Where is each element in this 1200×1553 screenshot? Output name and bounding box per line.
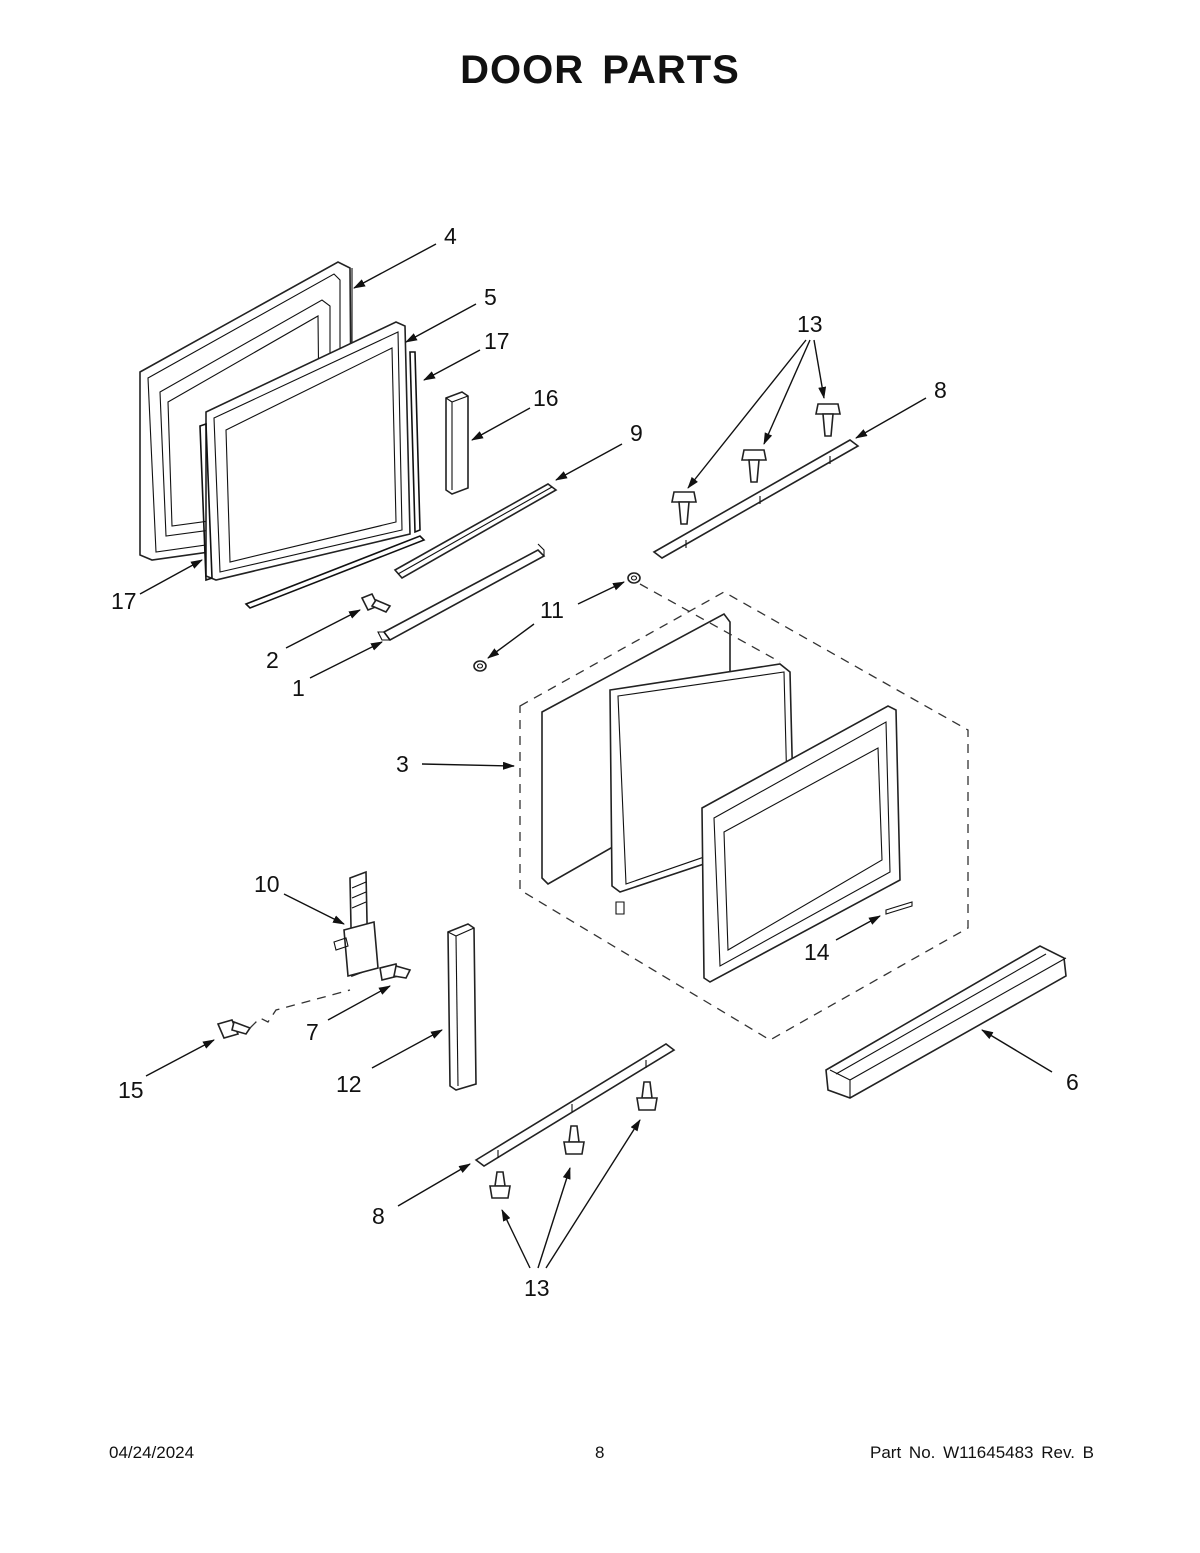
part-15-screw	[216, 989, 351, 1039]
callout-8: 8	[372, 1203, 385, 1229]
leader-lines	[139, 243, 1053, 1269]
callout-10: 10	[254, 871, 280, 897]
part-11-bumper-top	[627, 572, 641, 584]
part-13-screw-top-3	[815, 403, 841, 437]
callout-13: 13	[524, 1275, 550, 1301]
part-5-glass-panel	[205, 321, 411, 581]
part-7-screw	[379, 963, 412, 981]
callout-5: 5	[484, 284, 497, 310]
part-13-screw-bottom-1	[489, 1171, 511, 1199]
callout-9: 9	[630, 420, 643, 446]
part-6-handle	[825, 945, 1067, 1099]
callout-17: 17	[484, 328, 510, 354]
part-2-screw	[360, 592, 392, 613]
part-13-screw-bottom-2	[563, 1125, 585, 1155]
footer-page-number: 8	[595, 1443, 605, 1462]
callout-3: 3	[396, 751, 409, 777]
part-17-gasket-right	[409, 351, 421, 534]
callout-2: 2	[266, 647, 279, 673]
callout-13: 13	[797, 311, 823, 337]
part-13-screw-bottom-3	[636, 1081, 658, 1111]
callout-15: 15	[118, 1077, 144, 1103]
callout-16: 16	[533, 385, 559, 411]
part-12-side-trim	[447, 923, 477, 1091]
callout-4: 4	[444, 223, 457, 249]
callout-7: 7	[306, 1019, 319, 1045]
part-11-bumper-bottom	[473, 660, 487, 672]
part-9-trim	[393, 483, 558, 580]
part-17-gasket-bottom	[244, 535, 426, 609]
part-13-screw-top-2	[741, 449, 767, 483]
callout-12: 12	[336, 1071, 362, 1097]
part-8-bottom-bracket	[474, 1043, 676, 1167]
part-1-rail	[377, 543, 546, 642]
footer-date: 04/24/2024	[109, 1443, 195, 1462]
part-14-badge	[885, 901, 913, 915]
callout-1: 1	[292, 675, 305, 701]
part-10-hinge	[333, 870, 379, 978]
callout-6: 6	[1066, 1069, 1079, 1095]
part-13-screw-top-1	[671, 491, 697, 525]
callout-11: 11	[540, 597, 564, 623]
callout-8: 8	[934, 377, 947, 403]
callout-17: 17	[111, 588, 137, 614]
part-3-door-assembly	[519, 583, 969, 1041]
part-8-top-bracket	[652, 439, 860, 559]
part-16-channel	[445, 391, 469, 495]
part-17-gasket-left	[199, 422, 213, 582]
footer-part-number: Part No. W11645483 Rev. B	[870, 1443, 1094, 1462]
callout-14: 14	[804, 939, 830, 965]
page-title: DOOR PARTS	[460, 48, 740, 92]
